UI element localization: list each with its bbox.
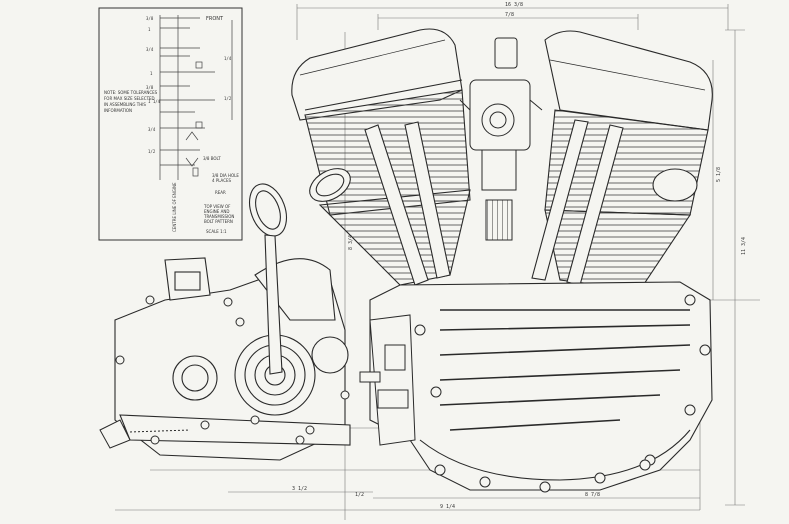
view-text-2: ENGINE AND (204, 209, 229, 214)
svg-text:1: 1 (150, 71, 153, 76)
svg-text:16 3/8: 16 3/8 (505, 2, 523, 8)
oil-pump (359, 314, 416, 446)
notes-line-2: FOR MAX SIZE SELECTED (104, 96, 155, 101)
crankcase (369, 281, 713, 491)
svg-text:5 1/8: 5 1/8 (716, 167, 722, 182)
svg-text:8 3/4: 8 3/4 (348, 235, 354, 250)
crankcase-bolts (414, 294, 711, 493)
svg-text:3/8: 3/8 (146, 85, 154, 90)
svg-text:8 7/8: 8 7/8 (585, 492, 600, 498)
rear-cylinder (531, 30, 713, 291)
view-text-1: TOP VIEW OF (203, 204, 231, 209)
clutch-housing (99, 419, 191, 449)
view-text-3: TRANSMISSION (203, 214, 234, 219)
svg-text:3/4: 3/4 (146, 47, 154, 52)
carburetor (459, 37, 543, 241)
svg-text:3 1/2: 3 1/2 (292, 486, 307, 492)
notes-heading: FRONT (206, 16, 224, 22)
notes-line-1: NOTE: SOME TOLERANCES (104, 90, 158, 95)
view-text-4: BOLT PATTERN (204, 219, 233, 224)
svg-text:1/2: 1/2 (148, 149, 156, 154)
centerline-label: CENTRE LINE OF ENGINE (172, 182, 177, 232)
svg-text:1/2: 1/2 (224, 96, 232, 101)
rear-label: REAR (215, 190, 226, 195)
hole-text-1: 3/8 DIA HOLE (212, 173, 239, 178)
scale-label: SCALE 1:1 (206, 229, 227, 234)
front-cylinder (291, 28, 471, 286)
mount-text: 3/8 BOLT (203, 156, 221, 161)
transmission (114, 257, 351, 461)
svg-text:1/4: 1/4 (224, 56, 232, 61)
svg-text:1/2: 1/2 (355, 492, 364, 498)
svg-text:7/8: 7/8 (505, 12, 514, 18)
notes-line-3: IN ASSEMBLING THIS (104, 102, 146, 107)
notes-box: FRONT NOTE: SOME TOLERANCES FOR MAX SIZE… (98, 7, 243, 241)
svg-text:1: 1 (148, 27, 151, 32)
hole-text-2: 4 PLACES (212, 178, 232, 183)
svg-text:3/4: 3/4 (148, 127, 156, 132)
transmission-bolts (115, 295, 350, 445)
svg-text:11 3/4: 11 3/4 (741, 237, 747, 255)
svg-text:9 1/4: 9 1/4 (440, 504, 455, 510)
svg-text:1 1/4: 1 1/4 (148, 99, 161, 104)
notes-line-4: INFORMATION (104, 108, 132, 113)
shift-lever (248, 183, 288, 375)
svg-text:3/8: 3/8 (146, 16, 154, 21)
bolt-pattern-diagram (159, 15, 233, 180)
